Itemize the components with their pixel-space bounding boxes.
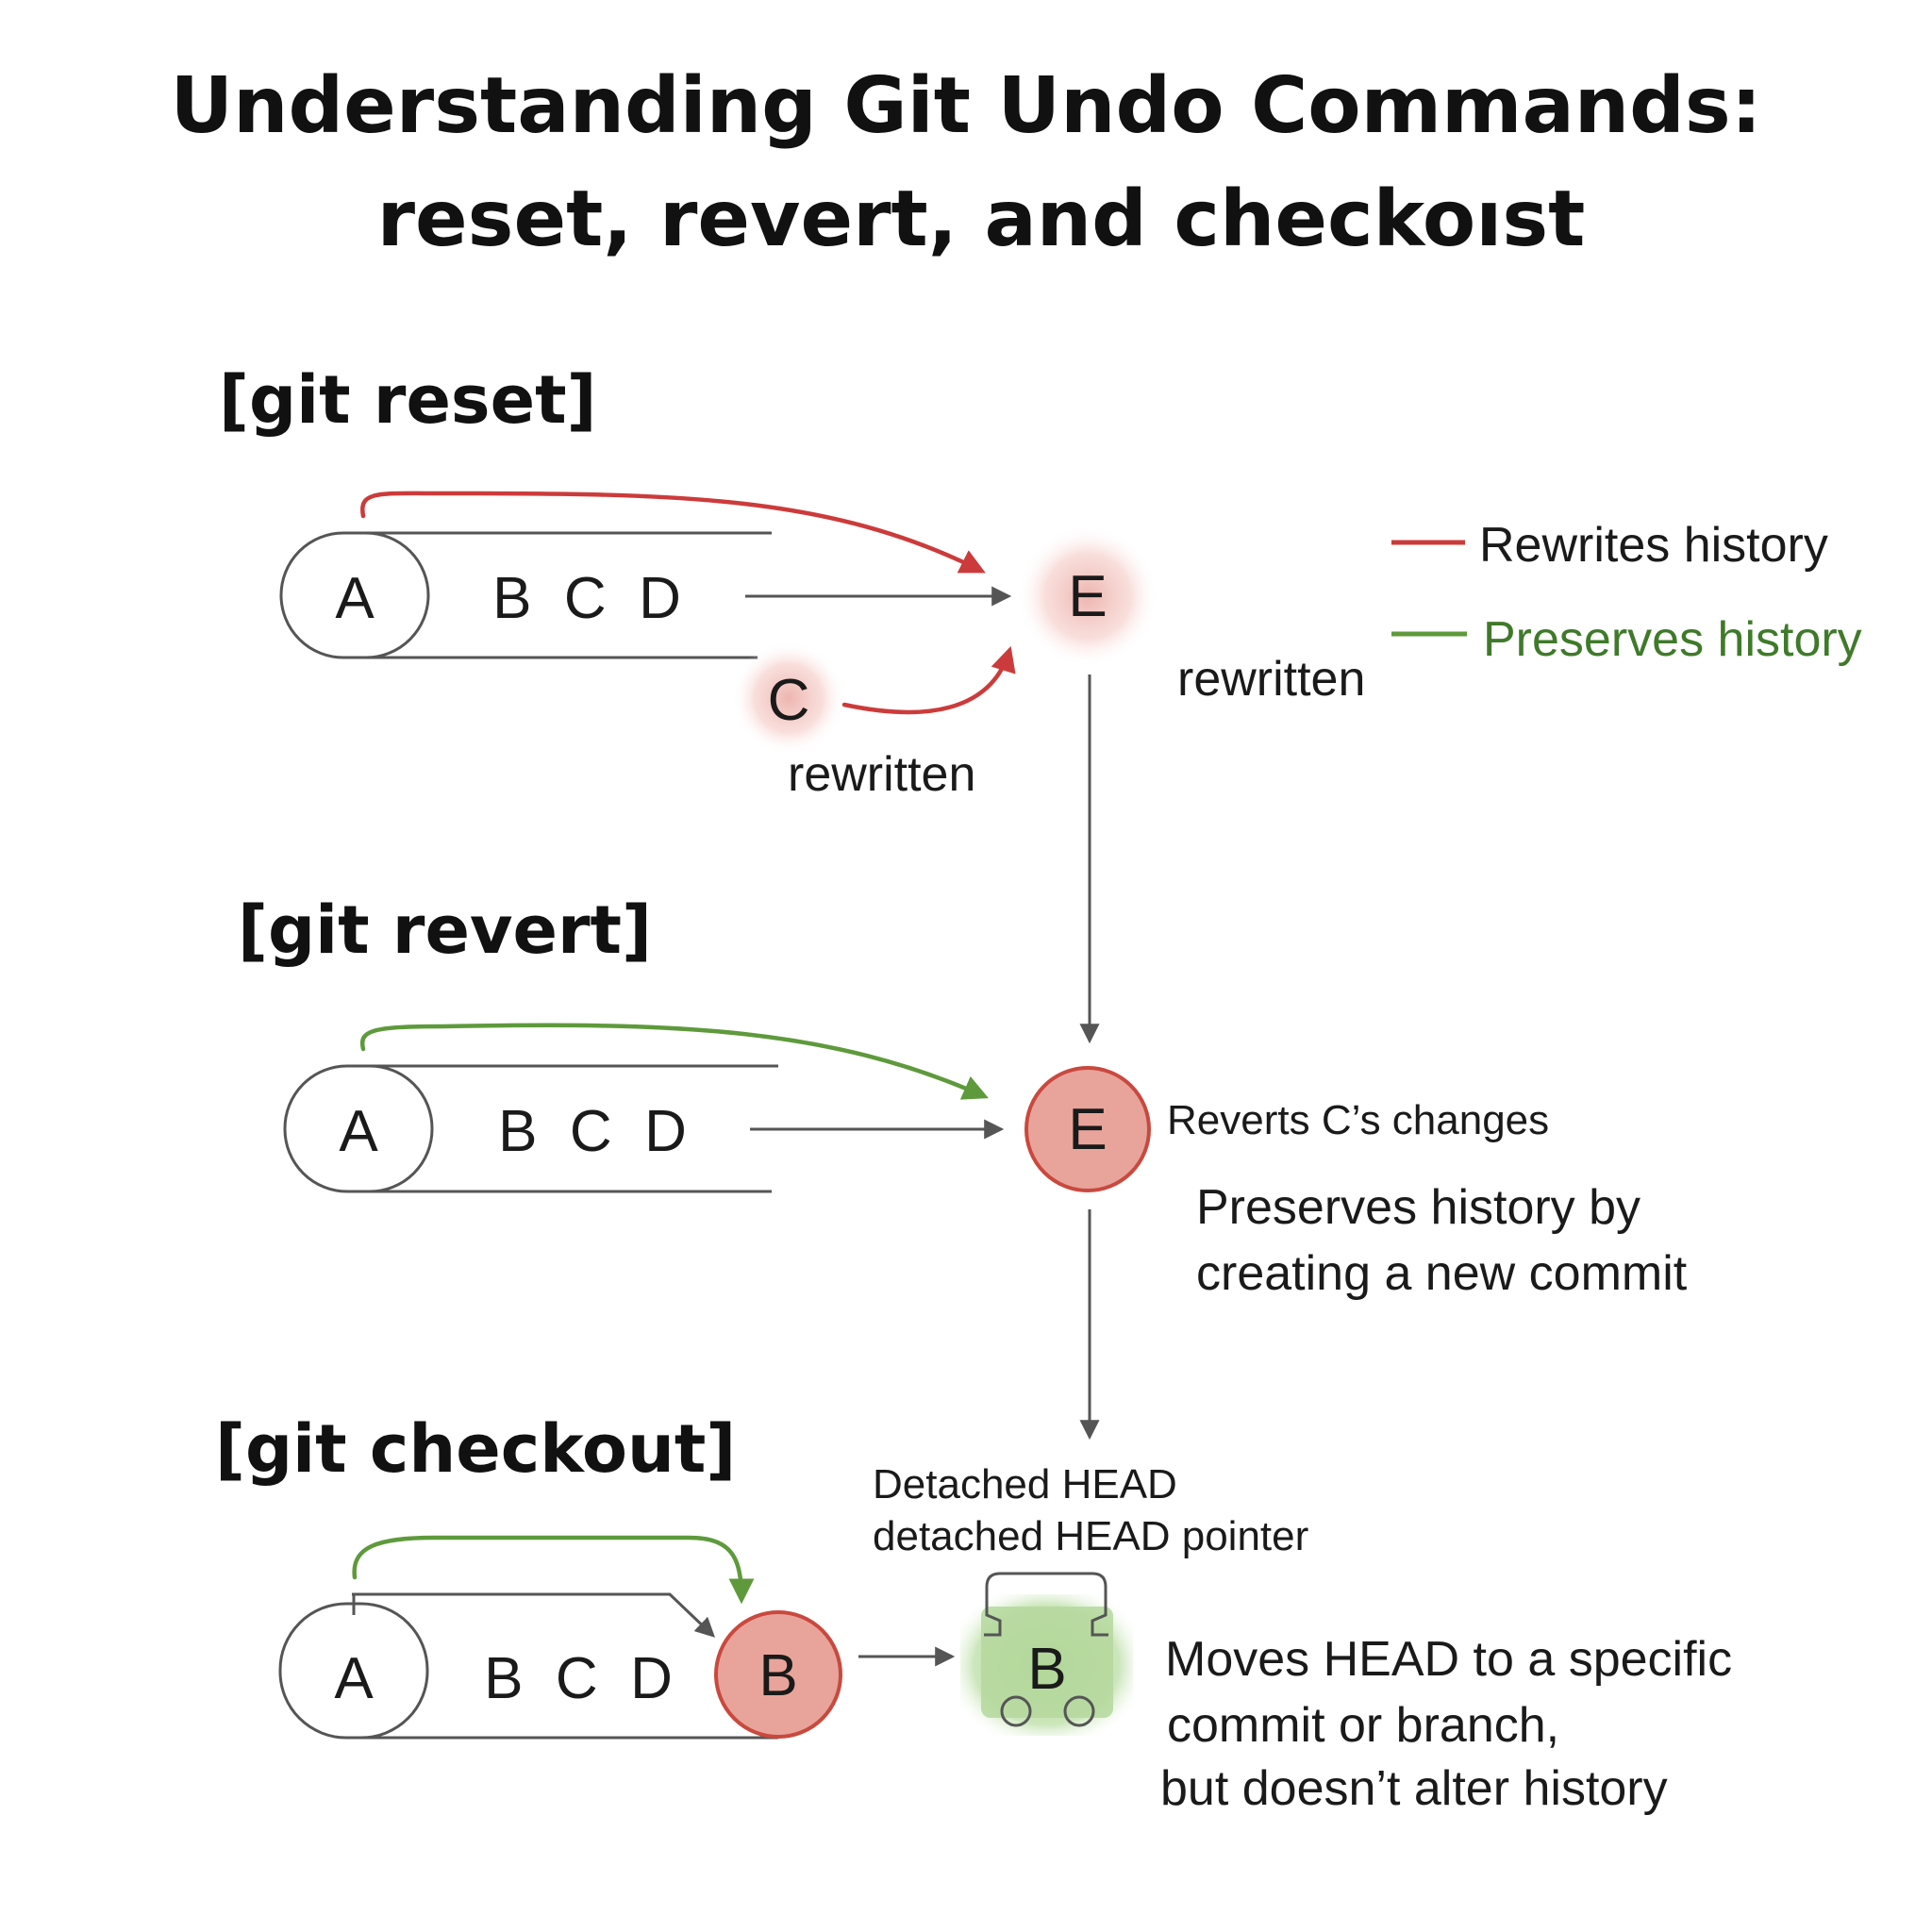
legend-red-label: Rewrites history: [1479, 518, 1828, 573]
checkout-arrow-to-b: [352, 1592, 716, 1638]
revert-desc-line-2: creating a new commit: [1196, 1246, 1688, 1301]
head-label-line-2: detached HEAD pointer: [873, 1513, 1308, 1559]
reset-orphan-label: rewritten: [788, 747, 975, 802]
reset-section: [git reset] A B C D E rewritten C rewrit…: [219, 361, 1365, 1044]
head-commit-b-label: B: [1027, 1637, 1066, 1702]
legend: Rewrites history Preserves history: [1391, 518, 1862, 667]
revert-commits-bcd: B C D: [498, 1099, 687, 1164]
title-line-2: reset, revert, and checkoıst: [377, 175, 1586, 264]
reset-commit-e-label: E: [1068, 564, 1107, 629]
head-label-line-1: Detached HEAD: [873, 1461, 1177, 1507]
checkout-desc-line-1: Moves HEAD to a specific: [1165, 1632, 1732, 1687]
checkout-commits-bcd: B C D: [484, 1646, 673, 1711]
checkout-desc-line-2: commit or branch,: [1167, 1698, 1559, 1753]
title-line-1: Understanding Git Undo Commands:: [171, 61, 1762, 151]
reset-heading: [git reset]: [219, 361, 597, 439]
checkout-heading: [git checkout]: [215, 1410, 736, 1488]
revert-desc-line-1: Preserves history by: [1196, 1180, 1641, 1235]
revert-green-curve: [359, 1023, 989, 1100]
revert-heading: [git revert]: [238, 891, 652, 969]
reset-commits-bcd: B C D: [492, 566, 681, 631]
revert-commit-e-note: Reverts C’s changes: [1167, 1097, 1549, 1143]
reset-red-curve: [360, 491, 986, 574]
reset-commit-a: [279, 531, 430, 659]
revert-commit-e-label: E: [1068, 1097, 1107, 1162]
reset-orphan-c-label: C: [768, 668, 810, 733]
reset-commit-e: [1017, 525, 1158, 667]
checkout-commit-a-label: A: [334, 1646, 374, 1711]
revert-commit-a-label: A: [339, 1099, 378, 1164]
reset-commit-a-label: A: [335, 566, 375, 631]
reset-orphan-c: [732, 641, 845, 755]
legend-green-label: Preserves history: [1483, 612, 1862, 667]
detached-head-icon: [960, 1572, 1133, 1736]
checkout-commit-b: [714, 1610, 842, 1739]
reset-orphan-arrow: [841, 645, 1016, 715]
revert-commit-a: [283, 1064, 434, 1193]
checkout-section: [git checkout] A B C D B Detached HEAD d…: [215, 1410, 1732, 1816]
checkout-desc-line-3: but doesn’t alter history: [1160, 1761, 1668, 1816]
reset-target-label: rewritten: [1177, 652, 1365, 707]
checkout-green-curve: [352, 1535, 755, 1605]
revert-section: [git revert] A B C D E Reverts C’s chang…: [238, 891, 1688, 1441]
revert-commit-e: [1024, 1066, 1151, 1192]
checkout-commit-b-label: B: [758, 1643, 797, 1708]
